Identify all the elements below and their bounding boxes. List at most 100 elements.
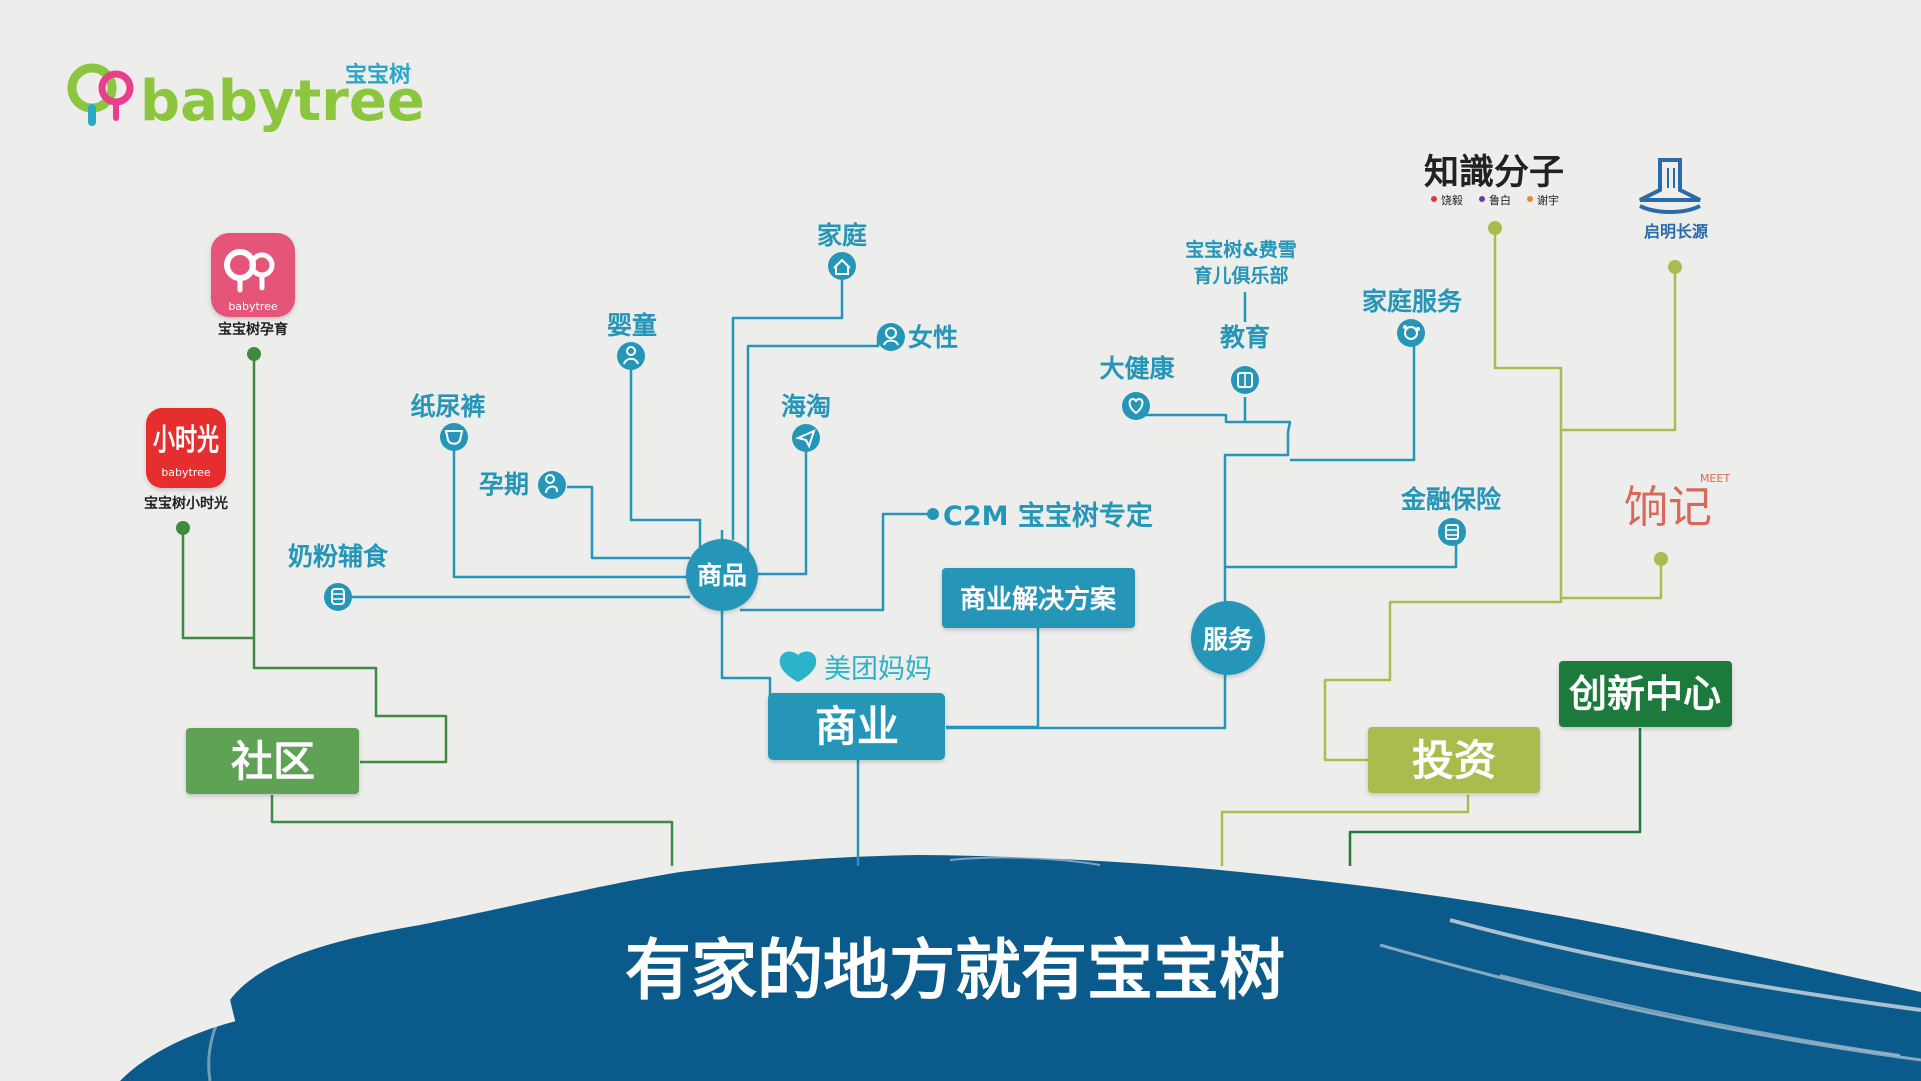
goods-item-nvxing[interactable]: 女性 [877,323,958,352]
goods-item-naifen[interactable]: 奶粉辅食 [288,542,389,611]
brush-stroke-band [120,855,1921,1081]
babytree-logo: babytree 宝宝树 [67,62,425,134]
connector-c2m [740,512,932,612]
network-icon [1397,319,1425,347]
innovation-hub[interactable]: 创新中心 [1559,661,1732,727]
community-hub[interactable]: 社区 [186,728,359,794]
community-hub-label: 社区 [231,737,315,786]
coins-icon [1438,518,1466,546]
connector-app-xiaoshiguang [181,528,254,640]
service-item-label: 大健康 [1099,354,1175,383]
connector-commerce-service [946,665,1227,730]
goods-item-label: 孕期 [479,470,529,499]
innovation-hub-label: 创新中心 [1569,672,1721,716]
service-item-health[interactable]: 大健康 [1099,354,1175,420]
diaper-icon [440,423,468,451]
app-yunyu[interactable]: babytree 宝宝树孕育 [211,233,295,338]
app-xiaoshiguang-icon[interactable] [146,408,226,488]
woman-icon [877,323,905,351]
commerce-hub-label: 商业 [815,702,899,751]
connector-family-service [1290,345,1416,462]
service-club-line2: 育儿俱乐部 [1193,264,1288,287]
connector-community-root [270,795,674,866]
goods-item-niaobu[interactable]: 纸尿裤 [410,392,486,451]
goods-item-label: 女性 [908,323,958,352]
goods-item-haitao[interactable]: 海淘 [781,392,831,452]
service-item-finance[interactable]: 金融保险 [1400,485,1502,546]
home-icon [828,252,856,280]
qiming-emblem-icon [1639,158,1701,214]
service-hub-label: 服务 [1203,625,1253,654]
heart-icon [1122,392,1150,420]
commerce-hub[interactable]: 商业 [768,693,945,760]
connector-health [1128,411,1292,605]
logo-text-en: babytree [140,69,425,134]
brand-xiangji-title: 饷记 [1624,482,1712,533]
goods-item-jiating[interactable]: 家庭 [817,221,867,280]
heart-logo-icon [779,651,817,682]
connector-xiangji [1561,560,1663,600]
brand-xiangji[interactable]: 饷记 MEET [1624,472,1730,533]
connector-lines [181,230,1677,866]
app-yunyu-name: 宝宝树孕育 [218,321,288,338]
service-club-line1: 宝宝树&费雪 [1185,238,1297,261]
connector-haitao [754,450,808,576]
goods-item-yunqi[interactable]: 孕期 [479,470,566,499]
connector-app-yunyu [252,356,448,764]
solutions-box[interactable]: 商业解决方案 [942,568,1135,628]
connector-yingtong [629,370,702,548]
meituan-mama-label: 美团妈妈 [824,654,932,685]
milk-can-icon [324,583,352,611]
service-item-label: 教育 [1220,323,1270,352]
endpoint-dots [176,221,1682,566]
brand-zhishi-member: 谢宇 [1537,193,1559,207]
brand-xiangji-tag: MEET [1700,472,1730,485]
connector-finance [1225,544,1458,569]
app-xiaoshiguang[interactable]: 小时光 babytree 宝宝树小时光 [144,408,228,512]
service-item-label: 金融保险 [1400,485,1502,514]
goods-item-label: 纸尿裤 [410,392,485,421]
brand-zhishi[interactable]: 知識分子 饶毅 鲁白 谢宇 [1424,152,1564,207]
goods-hub[interactable]: 商品 [686,539,758,611]
service-item-family[interactable]: 家庭服务 [1362,287,1462,347]
goods-item-label: 家庭 [817,221,867,250]
connector-yunqi [567,485,690,560]
investment-hub[interactable]: 投资 [1368,727,1540,793]
service-item-label: 家庭服务 [1362,287,1462,316]
connector-invest-root [1220,795,1470,866]
meituan-mama-brand[interactable]: 美团妈妈 [779,651,932,685]
goods-item-label: 奶粉辅食 [288,542,389,571]
brand-qiming[interactable]: 启明长源 [1639,158,1708,241]
book-icon [1231,366,1259,394]
app-yunyu-icon-text: babytree [228,300,278,313]
goods-item-label: 婴童 [607,311,657,340]
pregnant-icon [538,471,566,499]
brand-zhishi-title: 知識分子 [1424,152,1564,193]
goods-hub-label: 商品 [697,561,747,590]
connector-zhishi [1323,230,1563,762]
paper-plane-icon [792,424,820,452]
service-item-education[interactable]: 教育 [1220,323,1270,394]
brand-zhishi-member: 饶毅 [1441,193,1463,207]
brand-qiming-title: 启明长源 [1644,222,1708,241]
connector-solutions [946,615,1040,729]
connector-niaobu [452,448,690,579]
app-xiaoshiguang-icon-text: 小时光 [153,423,219,458]
investment-hub-label: 投资 [1412,736,1496,785]
goods-item-yingtong[interactable]: 婴童 [607,311,657,370]
service-hub[interactable]: 服务 [1191,601,1265,675]
goods-item-label: 海淘 [781,392,831,421]
connector-jiating [731,280,844,540]
app-xiaoshiguang-icon-sub: babytree [161,466,211,479]
logo-text-cn: 宝宝树 [345,62,411,88]
slogan: 有家的地方就有宝宝树 [625,932,1285,1009]
c2m-label[interactable]: C2M 宝宝树专定 [943,500,1153,532]
connector-goods-commerce [720,605,772,700]
logo-mark-icon [67,63,134,126]
connector-innovation-root [1348,728,1642,866]
child-icon [617,342,645,370]
connector-qiming [1561,268,1677,432]
brand-zhishi-member: 鲁白 [1489,193,1511,207]
